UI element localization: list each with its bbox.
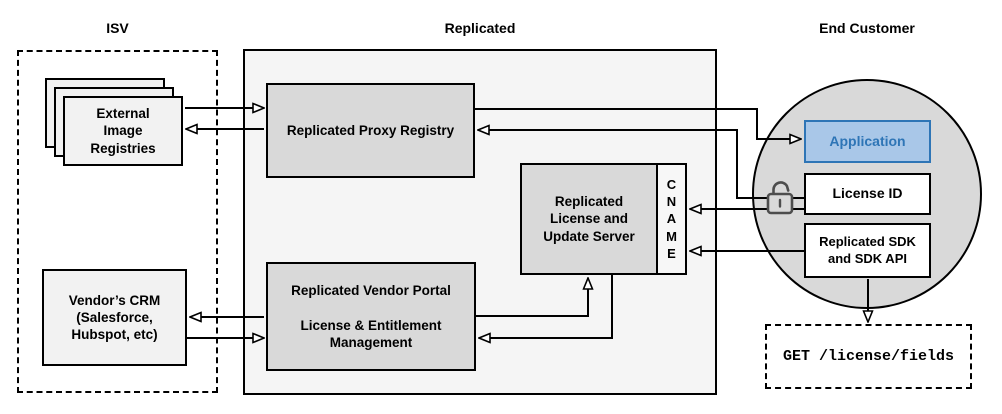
padlock-body	[766, 192, 794, 215]
open-padlock-icon	[766, 181, 794, 215]
get-license-fields-node: GET /license/fields	[765, 324, 972, 389]
end-customer-section-label: End Customer	[819, 20, 915, 36]
isv-section-label: ISV	[106, 20, 129, 36]
replicated-sdk-node: Replicated SDK and SDK API	[804, 223, 931, 278]
isv-boundary	[17, 50, 218, 393]
replicated-vendor-portal-node: Replicated Vendor Portal License & Entit…	[266, 262, 476, 371]
cname-strip: C N A M E	[656, 163, 687, 275]
license-update-server-node: Replicated License and Update Server	[520, 163, 658, 275]
external-image-registries-node: External Image Registries	[63, 96, 183, 166]
vendors-crm-node: Vendor’s CRM (Salesforce, Hubspot, etc)	[42, 269, 187, 366]
replicated-proxy-registry-node: Replicated Proxy Registry	[266, 83, 475, 178]
application-node: Application	[804, 120, 931, 163]
replicated-section-label: Replicated	[444, 20, 516, 36]
padlock-shackle	[772, 181, 790, 196]
license-id-node: License ID	[804, 173, 931, 215]
